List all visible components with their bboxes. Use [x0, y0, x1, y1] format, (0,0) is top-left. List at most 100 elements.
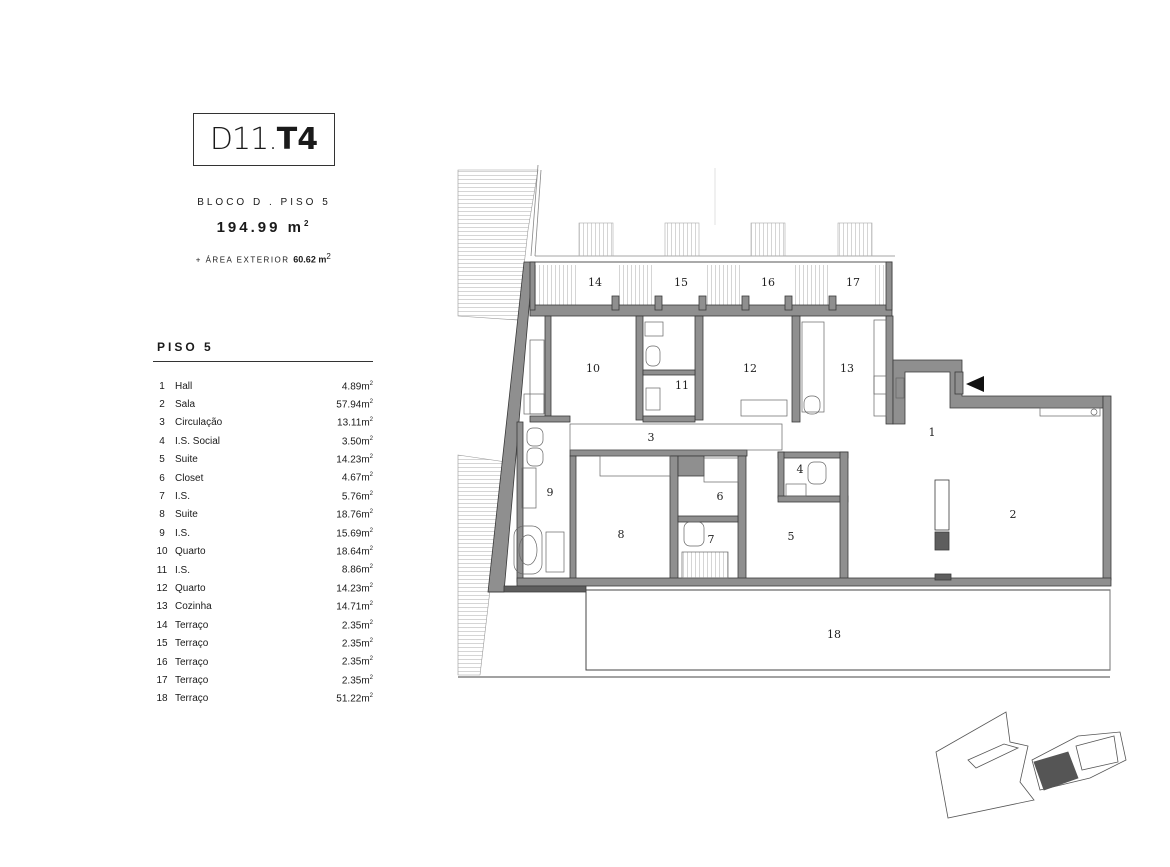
- legend-row: 11 I.S. 8.86m2: [151, 561, 373, 579]
- room-name: Circulação: [175, 417, 223, 429]
- room-name: I.S. Social: [175, 435, 221, 447]
- terrace-18: [458, 589, 1111, 678]
- exterior-unit: 2: [326, 252, 333, 261]
- plan-label: 14: [588, 276, 602, 289]
- room-labels: 1 2 3 4 5 6 7 8 9 10 11 12 13 14 15 16 1…: [547, 276, 1017, 641]
- room-number: 14: [156, 619, 168, 631]
- plan-label: 11: [675, 379, 689, 392]
- room-name: Quarto: [175, 582, 206, 594]
- room-number: 6: [159, 472, 165, 484]
- room-name: Terraço: [175, 693, 209, 705]
- room-area: 14.23m2: [336, 582, 373, 595]
- room-name: Terraço: [175, 638, 209, 650]
- room-area: 3.50m2: [341, 435, 373, 448]
- plan-label: 3: [648, 431, 655, 444]
- plan-label: 15: [674, 276, 688, 289]
- room-area: 14.71m2: [336, 601, 373, 613]
- room-number: 3: [159, 417, 165, 429]
- walls: [487, 261, 1112, 593]
- legend-row: 10 Quarto 18.64m2: [151, 543, 373, 561]
- room-number: 17: [156, 674, 168, 686]
- room-area: 2.35m2: [341, 674, 373, 687]
- room-area: 2.35m2: [341, 638, 373, 650]
- room-area: 15.69m2: [336, 527, 373, 539]
- room-number: 16: [156, 656, 168, 668]
- unit-title-box: D11.T4: [193, 113, 335, 166]
- room-name: Cozinha: [175, 601, 212, 613]
- room-number: 5: [159, 454, 165, 466]
- legend-row: 1 Hall 4.89m2: [151, 377, 373, 395]
- unit-code: D11.: [209, 122, 278, 157]
- room-name: I.S.: [175, 491, 191, 503]
- room-area: 18.76m2: [336, 509, 373, 521]
- plan-label: 13: [840, 362, 854, 375]
- room-number: 8: [159, 509, 165, 521]
- legend-row: 14 Terraço 2.35m2: [151, 616, 373, 634]
- legend-row: 3 Circulação 13.11m2: [151, 414, 373, 432]
- room-name: Closet: [175, 472, 204, 484]
- room-name: Terraço: [175, 674, 209, 686]
- legend-row: 18 Terraço 51.22m2: [151, 690, 373, 708]
- room-number: 2: [159, 399, 165, 411]
- room-legend: 1 Hall 4.89m2 2 Sala 57.94m2 3 Circulação 13.1…: [151, 377, 373, 708]
- exterior-label: + ÁREA EXTERIOR: [195, 255, 290, 265]
- plan-label: 9: [547, 486, 554, 499]
- room-area: 13.11m2: [337, 417, 373, 429]
- room-area: 4.89m2: [341, 380, 373, 392]
- room-number: 9: [159, 527, 165, 539]
- floor-heading: PISO 5: [157, 340, 214, 354]
- room-area: 8.86m2: [341, 564, 373, 576]
- room-number: 7: [159, 491, 165, 503]
- room-area: 18.64m2: [336, 546, 373, 558]
- room-number: 12: [156, 582, 168, 594]
- room-name: Suite: [175, 509, 198, 521]
- site-key-plan: [935, 711, 1127, 819]
- legend-row: 13 Cozinha 14.71m2: [151, 598, 373, 616]
- floor-divider: [153, 361, 373, 362]
- legend-row: 12 Quarto 14.23m2: [151, 579, 373, 597]
- entrance-arrow-icon: [966, 376, 984, 392]
- plan-label: 2: [1010, 508, 1017, 521]
- room-name: Terraço: [175, 619, 209, 631]
- total-area-unit: 2: [303, 219, 312, 228]
- room-number: 11: [156, 564, 168, 576]
- plan-label: 16: [761, 276, 775, 289]
- room-name: Sala: [175, 399, 196, 411]
- legend-row: 15 Terraço 2.35m2: [151, 634, 373, 652]
- plan-label: 8: [618, 528, 625, 541]
- legend-row: 4 I.S. Social 3.50m2: [151, 432, 373, 450]
- room-number: 4: [159, 435, 165, 447]
- room-name: Quarto: [175, 546, 206, 558]
- total-area-value: 194.99 m: [216, 219, 304, 236]
- plan-label: 12: [743, 362, 757, 375]
- planters: [578, 222, 873, 257]
- room-area: 51.22m2: [336, 693, 373, 705]
- plan-label: 4: [797, 463, 804, 476]
- room-area: 14.23m2: [336, 454, 373, 466]
- legend-row: 17 Terraço 2.35m2: [151, 671, 373, 689]
- block-floor-label: BLOCO D . PISO 5: [197, 197, 331, 208]
- room-number: 18: [156, 693, 168, 705]
- room-area: 57.94m2: [336, 398, 373, 411]
- plan-label: 7: [708, 533, 715, 546]
- room-name: Hall: [175, 380, 193, 392]
- plan-label: 18: [827, 628, 841, 641]
- room-number: 10: [156, 546, 168, 558]
- unit-type: T4: [276, 122, 319, 157]
- plan-label: 6: [717, 490, 724, 503]
- room-number: 13: [156, 601, 168, 613]
- room-number: 1: [159, 380, 165, 392]
- room-name: I.S.: [175, 527, 191, 539]
- room-name: Terraço: [175, 656, 209, 668]
- plan-label: 17: [846, 276, 860, 289]
- room-area: 4.67m2: [341, 472, 373, 484]
- room-number: 15: [156, 638, 168, 650]
- legend-row: 2 Sala 57.94m2: [151, 395, 373, 413]
- exterior-value: 60.62 m: [293, 254, 327, 265]
- room-name: I.S.: [175, 564, 191, 576]
- room-area: 2.35m2: [341, 619, 373, 631]
- legend-row: 9 I.S. 15.69m2: [151, 524, 373, 542]
